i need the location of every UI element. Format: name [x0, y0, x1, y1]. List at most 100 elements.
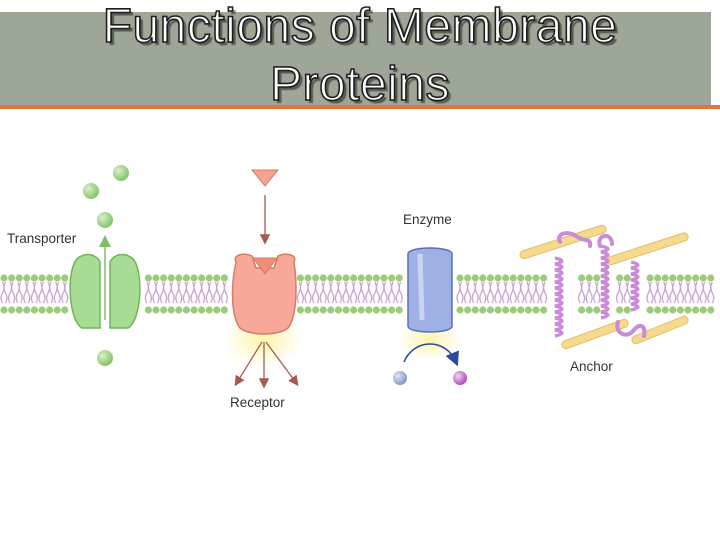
lipid-head: [684, 274, 692, 282]
lipid-tail: [479, 281, 487, 304]
alpha-helix: [600, 244, 610, 320]
product-molecule: [453, 371, 467, 385]
lipid-head: [616, 274, 624, 282]
lipid-head: [699, 274, 707, 282]
lipid-head: [205, 306, 213, 314]
lipid-head: [0, 306, 8, 314]
lipid-tail: [327, 281, 335, 304]
lipid-head: [471, 274, 479, 282]
lipid-tail: [699, 281, 707, 304]
lipid-tail: [372, 281, 381, 304]
lipid-tail: [342, 281, 350, 304]
lipid-head: [365, 274, 373, 282]
lipid-head: [661, 274, 669, 282]
lipid-tail: [175, 281, 183, 304]
lipid-head: [175, 274, 183, 282]
lipid-head: [669, 274, 677, 282]
lipid-tail: [296, 281, 305, 304]
lipid-head: [616, 306, 624, 314]
lipid-head: [623, 274, 631, 282]
anchor-helices: [554, 244, 640, 338]
lipid-tail: [509, 281, 517, 304]
lipid-tail: [684, 281, 692, 304]
lipid-tail: [190, 281, 198, 304]
lipid-head: [494, 274, 502, 282]
cytoskeleton-filament: [519, 224, 607, 260]
lipid-tail: [669, 281, 677, 304]
lipid-tail: [486, 281, 495, 304]
lipid-head: [464, 306, 472, 314]
lipid-head: [296, 274, 304, 282]
lipid-tail: [463, 281, 472, 304]
transporter-right-half: [109, 253, 141, 329]
lipid-tail: [213, 281, 221, 304]
enzyme-protein: Enzyme: [393, 212, 467, 385]
lipid-head: [524, 274, 533, 282]
lipid-tail: [517, 281, 525, 304]
receptor-label: Receptor: [230, 395, 285, 410]
lipid-head: [327, 306, 335, 314]
lipid-head: [46, 274, 54, 282]
lipid-head: [23, 274, 31, 282]
lipid-tail: [357, 281, 365, 304]
lipid-head: [699, 306, 707, 314]
solute-molecule: [97, 212, 113, 228]
lipid-head: [692, 274, 700, 282]
lipid-tail: [653, 281, 662, 304]
lipid-head: [684, 306, 692, 314]
lipid-head: [388, 306, 396, 314]
lipid-head: [479, 306, 487, 314]
lipid-head: [23, 306, 31, 314]
lipid-tail: [585, 281, 593, 304]
lipid-head: [517, 274, 525, 282]
lipid-head: [61, 306, 69, 314]
lipid-head: [456, 274, 464, 282]
lipid-head: [486, 306, 494, 314]
lipid-tail: [311, 281, 320, 304]
lipid-tail: [456, 281, 464, 304]
lipid-tail: [524, 281, 533, 304]
lipid-head: [334, 274, 342, 282]
lipid-head: [707, 306, 715, 314]
lipid-tail: [53, 281, 61, 304]
lipid-tail: [380, 281, 388, 304]
bilayer-tails: [0, 281, 715, 304]
lipid-head: [15, 274, 23, 282]
lipid-head: [388, 274, 396, 282]
lipid-head: [654, 306, 662, 314]
lipid-tail: [334, 281, 343, 304]
lipid-head: [540, 306, 548, 314]
receptor-body: [231, 253, 297, 335]
lipid-head: [198, 274, 206, 282]
lipid-head: [532, 306, 540, 314]
lipid-tail: [494, 281, 502, 304]
lipid-head: [372, 274, 380, 282]
lipid-head: [395, 306, 403, 314]
bound-signal-icon: [252, 257, 278, 275]
lipid-tail: [182, 281, 191, 304]
lipid-head: [334, 306, 342, 314]
transporter-left-half: [69, 253, 101, 329]
lipid-head: [350, 306, 358, 314]
lipid-tail: [0, 281, 8, 304]
lipid-tail: [691, 281, 700, 304]
lipid-head: [160, 274, 168, 282]
response-arrow: [234, 341, 263, 387]
lipid-head: [167, 306, 175, 314]
lipid-head: [182, 306, 190, 314]
lipid-head: [593, 274, 601, 282]
transporter-protein: Transporter: [7, 165, 141, 366]
lipid-head: [676, 306, 685, 314]
enzyme-highlight: [417, 253, 425, 321]
lipid-head: [502, 306, 510, 314]
title-background: [0, 12, 711, 105]
diagram-svg: Transporter Receptor Enzyme: [0, 165, 715, 410]
lipid-head: [38, 306, 46, 314]
lipid-head: [30, 306, 38, 314]
lipid-head: [312, 306, 320, 314]
lipid-head: [479, 274, 487, 282]
lipid-head: [654, 274, 662, 282]
lipid-head: [319, 306, 327, 314]
lipid-head: [220, 306, 228, 314]
lipid-tail: [623, 281, 631, 304]
